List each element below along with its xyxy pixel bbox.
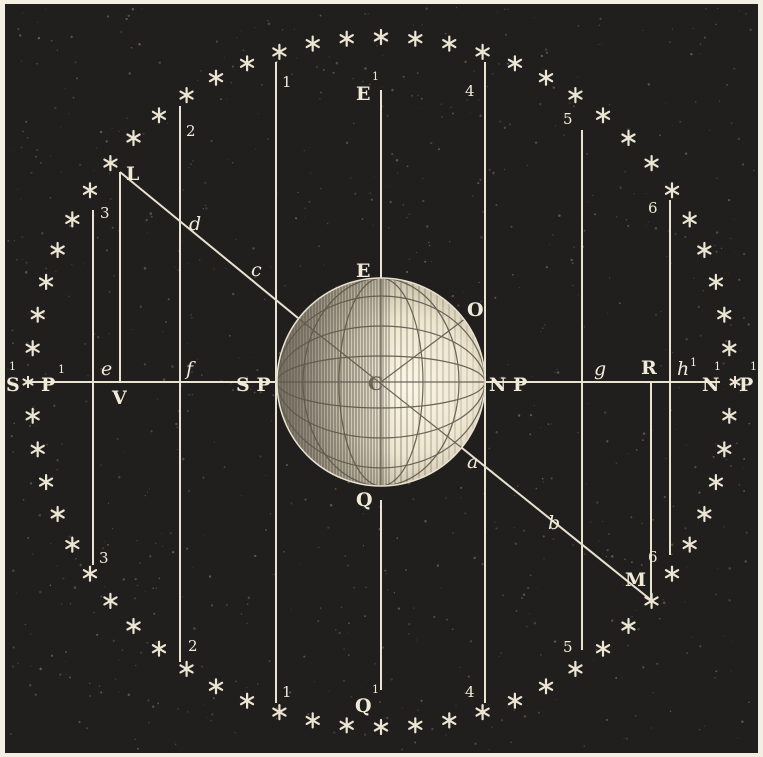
label-S1-sup: 1: [9, 360, 16, 373]
num-3-top: 3: [100, 204, 110, 222]
letter-b: b: [548, 512, 560, 534]
num-5-top: 5: [563, 110, 573, 128]
letter-h: h: [677, 358, 689, 380]
num-2-bottom: 2: [188, 637, 198, 655]
label-Q1: Q: [355, 695, 372, 717]
label-P1-right-sup: 1: [750, 360, 757, 373]
label-E: E: [356, 260, 370, 282]
label-L: L: [126, 163, 139, 185]
label-P1-left: P: [41, 374, 55, 396]
label-R: R: [641, 357, 657, 379]
letter-e: e: [101, 358, 112, 380]
label-E1: E: [356, 83, 370, 105]
label-NP: N P: [489, 374, 527, 396]
label-N1: N: [702, 374, 719, 396]
letter-d: d: [189, 213, 201, 235]
label-E1-sup: 1: [372, 70, 379, 83]
letter-a: a: [467, 451, 478, 473]
num-5-bottom: 5: [563, 638, 573, 656]
label-P1-left-sup: 1: [58, 363, 65, 376]
num-2-top: 2: [186, 122, 196, 140]
letter-h-sup: 1: [690, 356, 697, 369]
label-C: C: [368, 373, 383, 395]
num-1-top: 1: [282, 73, 292, 91]
num-6-top: 6: [648, 199, 658, 217]
label-P1-right: P: [739, 374, 753, 396]
label-N1-sup: 1: [714, 360, 721, 373]
label-Q: Q: [356, 489, 373, 511]
num-6-bottom: 6: [648, 548, 658, 566]
label-M: M: [625, 569, 646, 591]
label-SP: S P: [236, 374, 271, 396]
label-V: V: [111, 387, 128, 409]
num-3-bottom: 3: [99, 549, 109, 567]
letter-c: c: [251, 259, 262, 281]
num-1-bottom: 1: [282, 683, 292, 701]
num-4-bottom: 4: [465, 683, 475, 701]
label-S1: S: [6, 374, 20, 396]
letter-g: g: [594, 358, 606, 380]
label-O: O: [467, 299, 484, 321]
label-Q1-sup: 1: [372, 683, 379, 696]
num-4-top: 4: [465, 82, 475, 100]
